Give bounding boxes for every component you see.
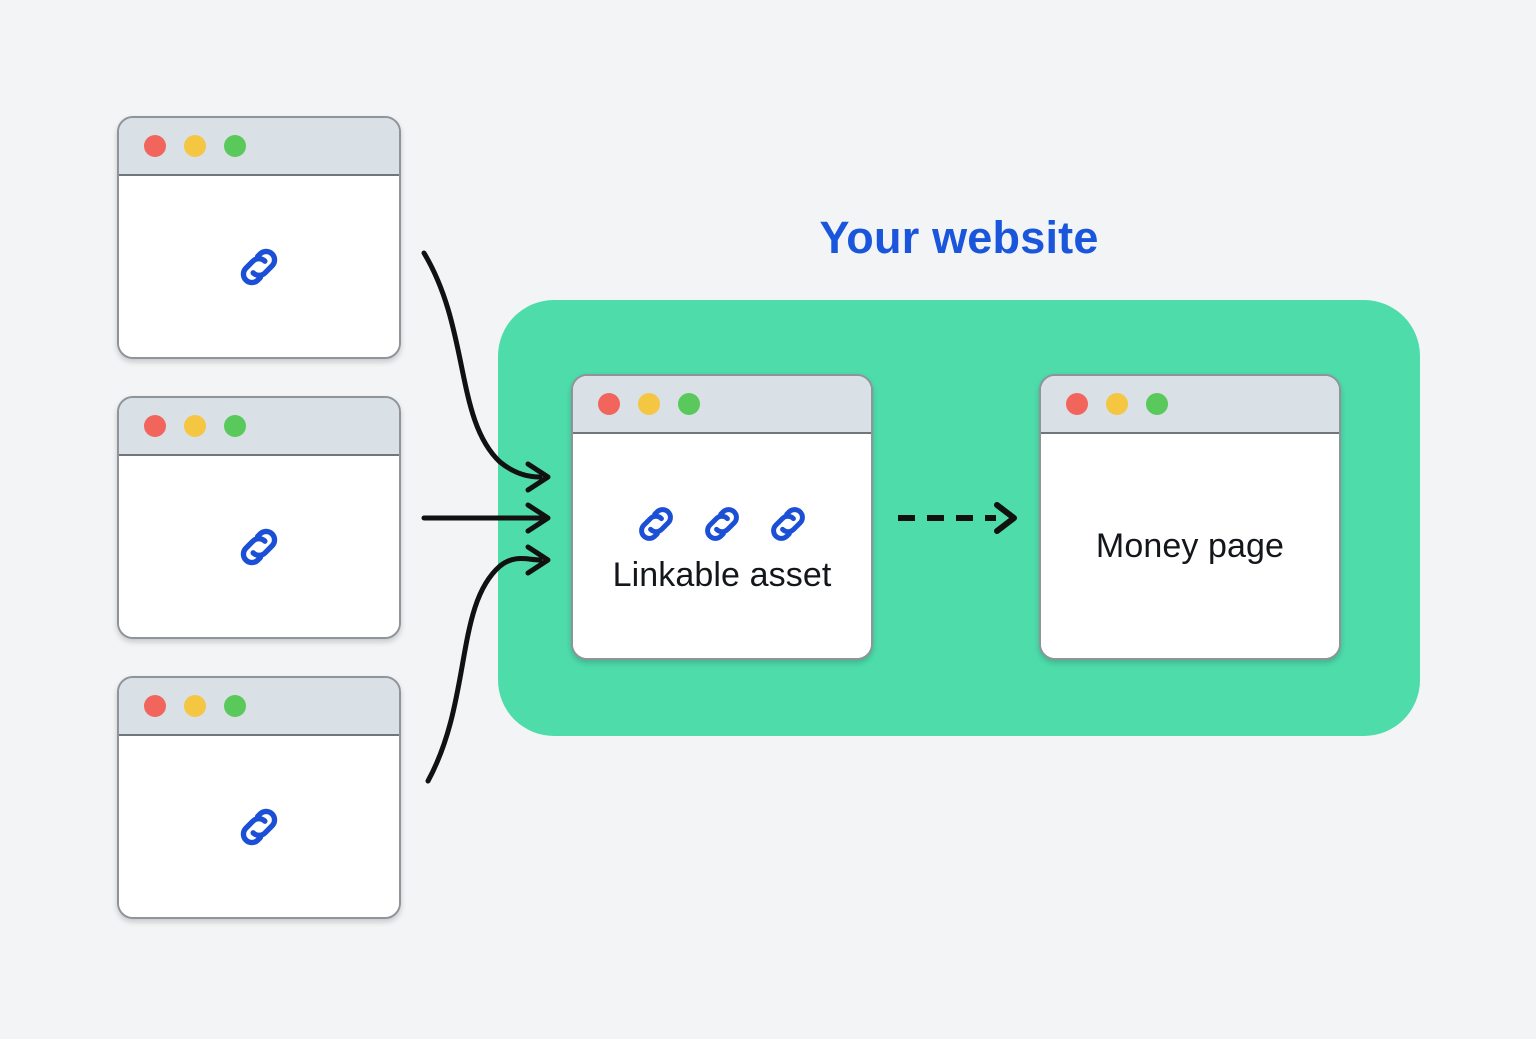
- linkable-asset-card[interactable]: Linkable asset: [571, 374, 873, 660]
- money-page-label: Money page: [1095, 526, 1285, 565]
- close-dot-icon[interactable]: [1066, 393, 1088, 415]
- card-body: [119, 176, 399, 357]
- money-page-card[interactable]: Money page: [1039, 374, 1341, 660]
- minimize-dot-icon[interactable]: [184, 415, 206, 437]
- maximize-dot-icon[interactable]: [224, 135, 246, 157]
- link-icon: [762, 498, 814, 550]
- card-body: Money page: [1041, 434, 1339, 658]
- page-title: Your website: [819, 212, 1099, 263]
- window-title-bar: [119, 678, 399, 736]
- maximize-dot-icon[interactable]: [224, 695, 246, 717]
- link-icon-row: [630, 498, 814, 550]
- minimize-dot-icon[interactable]: [1106, 393, 1128, 415]
- minimize-dot-icon[interactable]: [638, 393, 660, 415]
- card-body: [119, 736, 399, 917]
- maximize-dot-icon[interactable]: [678, 393, 700, 415]
- card-body: [119, 456, 399, 637]
- window-title-bar: [119, 118, 399, 176]
- link-icon: [696, 498, 748, 550]
- close-dot-icon[interactable]: [598, 393, 620, 415]
- window-title-bar: [119, 398, 399, 456]
- source-site-card-2[interactable]: [117, 396, 401, 639]
- maximize-dot-icon[interactable]: [1146, 393, 1168, 415]
- link-icon: [231, 519, 287, 575]
- link-icon: [231, 799, 287, 855]
- card-body: Linkable asset: [573, 434, 871, 658]
- link-icon: [231, 239, 287, 295]
- minimize-dot-icon[interactable]: [184, 695, 206, 717]
- close-dot-icon[interactable]: [144, 415, 166, 437]
- source-site-card-3[interactable]: [117, 676, 401, 919]
- close-dot-icon[interactable]: [144, 695, 166, 717]
- link-icon: [630, 498, 682, 550]
- close-dot-icon[interactable]: [144, 135, 166, 157]
- linkable-asset-label: Linkable asset: [612, 555, 832, 594]
- window-title-bar: [1041, 376, 1339, 434]
- maximize-dot-icon[interactable]: [224, 415, 246, 437]
- minimize-dot-icon[interactable]: [184, 135, 206, 157]
- source-site-card-1[interactable]: [117, 116, 401, 359]
- window-title-bar: [573, 376, 871, 434]
